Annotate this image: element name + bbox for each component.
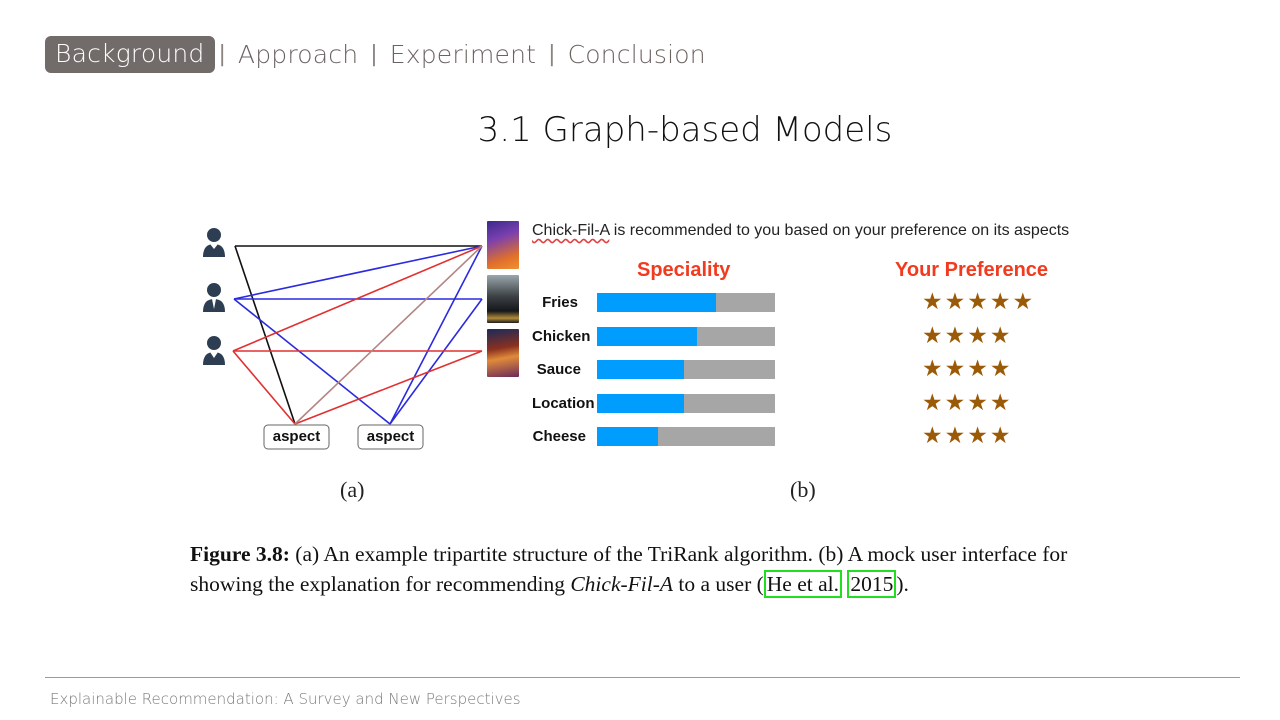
section-nav: Background | Approach | Experiment | Con… (45, 33, 714, 75)
nav-separator: | (218, 41, 226, 67)
speciality-bar-fill (597, 360, 685, 379)
star-rating: ★★★★ (922, 355, 1013, 381)
speciality-bar (597, 394, 775, 413)
brand-name: Chick-Fil-A (532, 222, 610, 239)
figure-caption: Figure 3.8: (a) An example tripartite st… (190, 540, 1090, 599)
aspect-row-sauce: Sauce ★★★★ (532, 355, 1112, 381)
star-rating: ★★★★ (922, 322, 1013, 348)
citation-year-link[interactable]: 2015 (847, 569, 897, 598)
user-icon-2 (203, 283, 225, 312)
speciality-bar (597, 293, 775, 312)
star-rating: ★★★★ (922, 389, 1013, 415)
star-rating: ★★★★★ (922, 288, 1036, 314)
movie-poster-avengers (487, 329, 519, 377)
graph-edges (203, 228, 483, 450)
panel-a-label: (a) (340, 477, 365, 502)
footer-divider (45, 677, 1240, 678)
movie-poster-black-panther (487, 275, 519, 323)
aspect-node-2 (357, 424, 424, 450)
speciality-bar (597, 327, 775, 346)
caption-text: (a) An example tripartite structure of t… (190, 542, 1068, 596)
speciality-bar (597, 427, 775, 446)
aspect-row-cheese: Cheese ★★★★ (532, 422, 1112, 448)
aspect-label: Chicken (532, 328, 591, 345)
aspect-label-1: aspect (272, 428, 321, 445)
nav-item-experiment[interactable]: Experiment (389, 39, 537, 69)
nav-item-background[interactable]: Background (45, 35, 215, 73)
caption-text: to a user ( (673, 571, 764, 596)
figure: aspect aspect Chick-Fil-A is recommended… (190, 215, 1110, 505)
preference-header: Your Preference (895, 259, 1049, 281)
speciality-bar-fill (597, 427, 658, 446)
star-rating: ★★★★ (922, 422, 1013, 448)
headline-text: is recommended to you based on your pref… (609, 222, 1070, 239)
recommendation-explanation-ui: Chick-Fil-A is recommended to you based … (532, 215, 1112, 460)
aspect-label-2: aspect (366, 428, 415, 445)
speciality-bar-fill (597, 394, 685, 413)
nav-item-conclusion[interactable]: Conclusion (567, 39, 706, 69)
nav-item-approach[interactable]: Approach (237, 39, 359, 69)
aspect-row-fries: Fries ★★★★★ (532, 288, 1112, 314)
aspect-label: Location (532, 395, 595, 412)
nav-separator: | (370, 41, 378, 67)
speciality-header: Speciality (637, 259, 731, 281)
user-icon-3 (203, 336, 225, 365)
footer-text: Explainable Recommendation: A Survey and… (50, 690, 521, 708)
recommendation-headline: Chick-Fil-A is recommended to you based … (532, 222, 1069, 240)
movie-poster-coco (487, 221, 519, 269)
user-icon-1 (203, 228, 225, 257)
nav-separator: | (548, 41, 556, 67)
aspect-label: Fries (542, 294, 578, 311)
speciality-bar (597, 360, 775, 379)
slide-title: 3.1 Graph-based Models (477, 110, 893, 150)
aspect-row-location: Location ★★★★ (532, 389, 1112, 415)
aspect-label: Sauce (536, 361, 581, 378)
aspect-row-chicken: Chicken ★★★★ (532, 322, 1112, 348)
speciality-bar-fill (597, 293, 717, 312)
citation-author-link[interactable]: He et al. (763, 569, 843, 598)
speciality-bar-fill (597, 327, 697, 346)
caption-text: ). (896, 571, 909, 596)
aspect-label: Cheese (532, 428, 586, 445)
aspect-node-1 (263, 424, 330, 450)
caption-label: Figure 3.8: (190, 542, 290, 566)
tripartite-graph: aspect aspect (190, 215, 519, 460)
panel-b-label: (b) (790, 477, 816, 502)
caption-italic: Chick-Fil-A (570, 571, 674, 596)
